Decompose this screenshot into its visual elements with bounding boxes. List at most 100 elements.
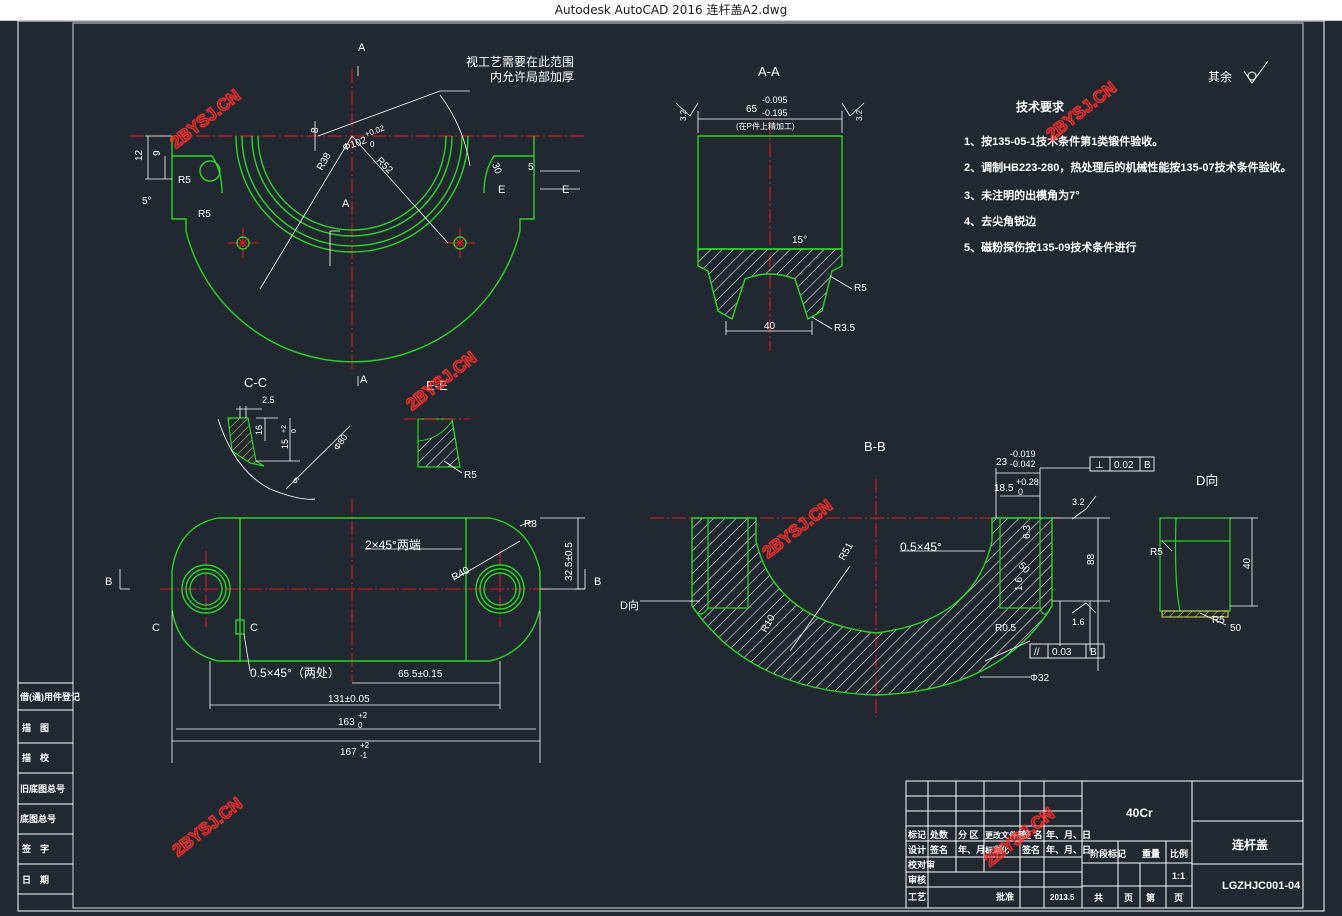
chamfer-both-ends: 2×45°两端 [365,538,421,552]
top-v5: 5 [528,162,534,173]
top-view[interactable]: R38 R52 Φ102 +0.02 0 R5 R5 12 9 8 5° 30 … [130,42,585,386]
tech-requirements: 其余 技术要求 1、按135-05-1技术条件第1类锻件验收。 2、调制HB22… [964,60,1292,254]
bb-r05: R0.5 [995,623,1017,634]
top-r5a: R5 [178,175,191,186]
aa-w40: 40 [764,321,776,332]
process-note-1: 视工艺需要在此范围 [466,54,574,69]
section-bb[interactable]: B-B [620,439,1155,717]
bb-rough32: 3.2 [1072,497,1085,507]
roughness-symbol-icon [1243,60,1269,84]
tb-stage: 阶段标记 [1090,848,1126,859]
tb-label-1: 审核 [908,874,926,885]
bb-v23-up: -0.019 [1010,449,1036,459]
tb-drawing-no: LGZHJC001-04 [1222,880,1301,892]
plan-view[interactable]: R8 R40 32.5±0.5 65.5±0.15 131±0.05 163 +… [105,499,601,763]
top-view-outline [171,135,535,363]
chamfer-bb: 0.5×45° [900,540,942,554]
aa-r35: R3.5 [834,323,856,334]
bb-tol2-val: 0.03 [1052,647,1072,658]
bb-v185-up: +0.28 [1016,477,1039,487]
top-marker-a1: A [358,42,366,54]
tech-item-3: 3、未注明的出模角为7° [964,188,1080,202]
plan-v325: 32.5±0.5 [564,542,575,581]
tb-sheet: 页 [1124,893,1133,903]
d-r5a: R5 [1150,547,1163,558]
left-strip-4: 底图总号 [20,813,56,824]
bb-tol2-sym: // [1034,647,1040,658]
section-cc[interactable]: C-C 2.5 16 15 +2 0 Φ80 6 [217,375,351,500]
tech-item-1: 1、按135-05-1技术条件第1类锻件验收。 [964,134,1163,148]
aa-w65-lo: -0.195 [762,108,788,118]
left-strip-5: 签 字 [21,843,49,854]
tb-design-4: 签名 [1021,844,1040,855]
tb-total: 共 [1094,892,1103,903]
aa-rough-r: 3.2 [855,109,864,121]
top-marker-e1: E [498,184,505,196]
left-info-strip [18,682,73,895]
d-v50: 50 [1230,623,1242,634]
top-r38: R38 [315,151,334,173]
top-view-dims [145,66,580,386]
tolerance-box-parallel [1029,643,1105,659]
bb-v88: 88 [1086,553,1097,565]
d-r5b: R5 [1212,615,1225,626]
top-v30: 30 [489,161,503,176]
section-aa-title: A-A [758,64,780,79]
aa-r5: R5 [854,283,867,294]
view-d[interactable]: D向 R5 R5 40 50 [1150,473,1258,634]
bb-tol1-sym: ⊥ [1095,460,1104,471]
aa-rough-l: 3.2 [679,109,688,121]
ee-r5: R5 [464,470,477,481]
aa-w65-note: (在P件上精加工) [736,121,795,131]
plan-r8: R8 [524,519,537,530]
tech-item-5: 5、磁粉探伤按135-09技术条件进行 [964,240,1136,254]
bb-v63: 6.3 [1022,525,1033,539]
tech-item-4: 4、去尖角锐边 [964,214,1037,228]
aa-w65: 65 [746,104,758,115]
section-ee[interactable]: E-E R5 [404,378,477,481]
plan-v163-lo: 0 [358,721,363,730]
tb-hdr-0: 标记 [907,829,926,840]
tb-hdr-5: 年、月、日 [1046,829,1091,840]
view-d-title: D向 [1196,473,1218,488]
left-strip-2: 描 校 [22,752,50,763]
tb-part-name: 连杆盖 [1232,837,1268,852]
tb-approve: 批准 [996,891,1014,902]
sheet-border [17,20,1325,912]
cc-v15-up: +2 [281,425,288,433]
top-marker-a3: A [342,198,350,210]
left-strip-3: 旧底图总号 [20,783,65,794]
plan-marker-b1: B [105,576,112,588]
bb-tol1-val: 0.02 [1114,460,1134,471]
process-note-2: 内允许局部加厚 [490,69,574,84]
top-v9: 9 [152,150,163,156]
section-aa[interactable]: A-A 65 -0.095 -0.195 (在P件上精加工) 3.2 3.2 1… [675,64,867,351]
window-title: Autodesk AutoCAD 2016 连杆盖A2.dwg [0,0,1342,21]
bb-v16: 1.6 [1014,577,1025,591]
top-view-red-marks [237,237,466,249]
section-bb-title: B-B [864,439,886,454]
bb-v23: 23 [996,457,1008,468]
plan-marker-c1: C [152,622,160,634]
aa-w65-up: -0.095 [762,95,788,105]
aa-angle15: 15° [792,235,807,246]
tb-material: 40Cr [1126,806,1153,820]
chamfer-both-sides: 0.5×45°（两处） [250,666,340,680]
plan-marker-c2: C [250,622,258,634]
bb-tol2-ref: B [1090,647,1097,658]
bb-v185-lo: 0 [1018,487,1023,497]
plan-r40: R40 [450,565,472,584]
tb-hdr-2: 分 区 [958,829,979,840]
drawing-canvas[interactable]: 借(通)用件登记 描 图 描 校 旧底图总号 底图总号 签 字 日 期 [0,20,1342,912]
watermark-1: 2BYSJ.CN [167,86,244,152]
left-strip-6: 日 期 [22,874,49,885]
bb-d32: Φ32 [1030,673,1050,684]
tb-hdr-3: 更改文件号 [985,830,1025,840]
cc-v15: 15 [280,439,290,449]
tolerance-box-perp [1089,456,1155,472]
tb-design-5: 年、月、日 [1046,844,1091,855]
tb-design-0: 设计 [908,844,926,855]
plan-marker-b2: B [594,576,601,588]
watermark-4: 2BYSJ.CN [759,496,836,562]
top-d102-lo: 0 [370,140,375,149]
